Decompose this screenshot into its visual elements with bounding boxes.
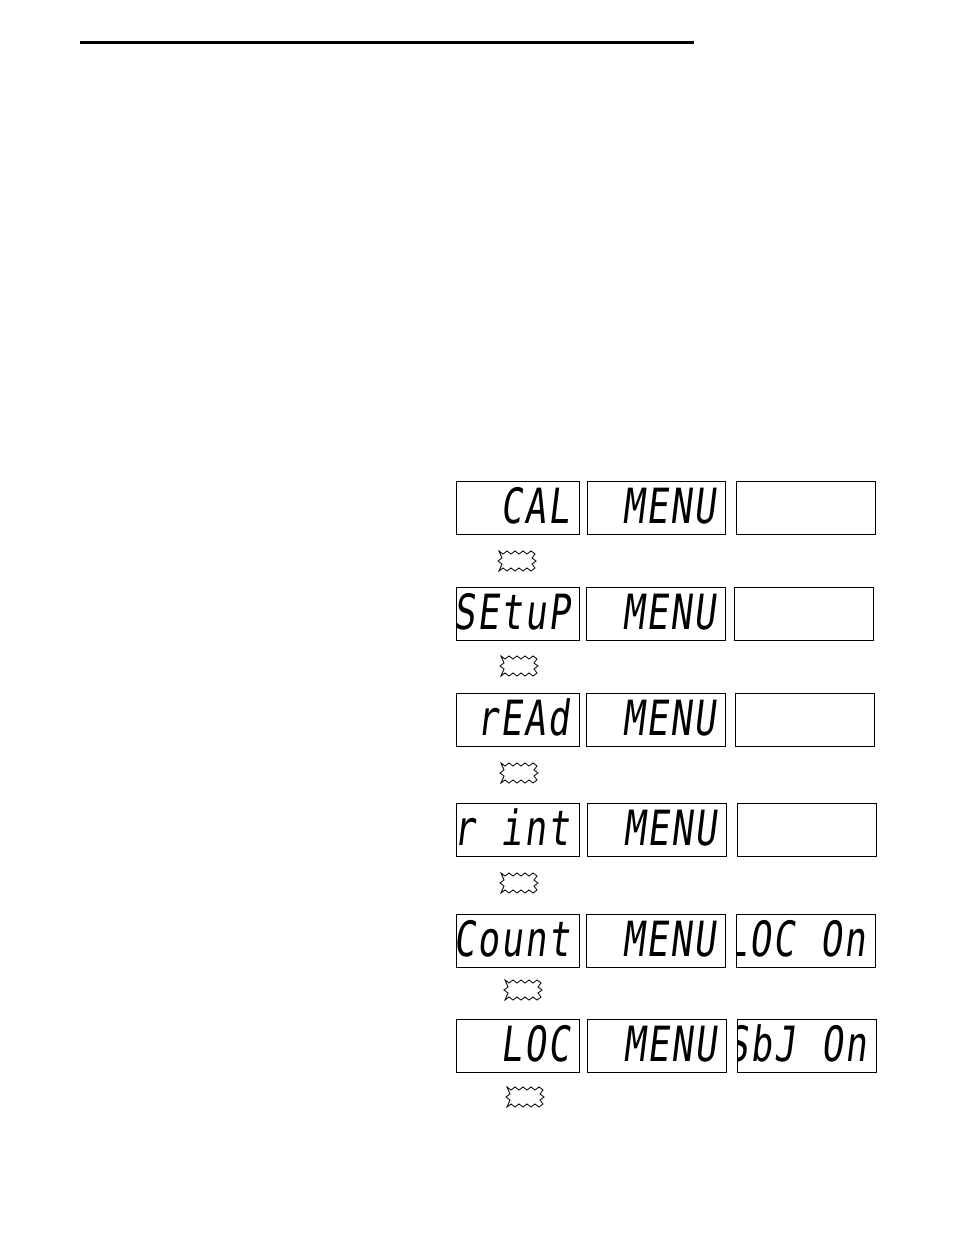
lcd-display-right <box>734 587 874 641</box>
lcd-text: CAL <box>499 484 576 533</box>
lcd-display-center: MENU <box>586 914 726 968</box>
lcd-text: SbJ On <box>737 1022 873 1071</box>
lcd-display-right: LOC On <box>736 914 876 968</box>
lcd-display-left: rEAd <box>456 693 580 747</box>
lcd-display-left: Pr int <box>456 803 580 857</box>
starburst-key-icon <box>497 550 537 572</box>
lcd-text: LOC On <box>736 917 872 966</box>
lcd-text: Pr int <box>456 806 576 855</box>
lcd-display-left: SEtuP <box>456 587 580 641</box>
starburst-key-icon <box>499 872 539 894</box>
lcd-display-right <box>735 693 875 747</box>
lcd-display-center: MENU <box>587 481 726 535</box>
lcd-text: MENU <box>622 806 723 855</box>
lcd-text: Count <box>456 917 576 966</box>
lcd-display-left: LOC <box>456 1019 580 1073</box>
starburst-key-icon <box>499 762 539 784</box>
lcd-display-right: SbJ On <box>737 1019 877 1073</box>
lcd-display-left: Count <box>456 914 580 968</box>
lcd-display-center: MENU <box>587 803 727 857</box>
lcd-text: LOC <box>499 1022 576 1071</box>
lcd-display-right <box>737 803 877 857</box>
header-rule <box>80 41 694 44</box>
lcd-display-center: MENU <box>587 1019 727 1073</box>
lcd-text: MENU <box>621 590 722 639</box>
lcd-text: MENU <box>622 1022 723 1071</box>
lcd-text: MENU <box>621 484 722 533</box>
starburst-key-icon <box>499 655 539 677</box>
lcd-display-right <box>736 481 876 535</box>
lcd-display-left: CAL <box>456 481 580 535</box>
lcd-text: rEAd <box>475 696 576 745</box>
lcd-text: SEtuP <box>456 590 576 639</box>
lcd-display-center: MENU <box>586 587 726 641</box>
lcd-display-center: MENU <box>586 693 726 747</box>
starburst-key-icon <box>505 1086 545 1108</box>
starburst-key-icon <box>503 979 543 1001</box>
lcd-text: MENU <box>621 917 722 966</box>
lcd-text: MENU <box>621 696 722 745</box>
